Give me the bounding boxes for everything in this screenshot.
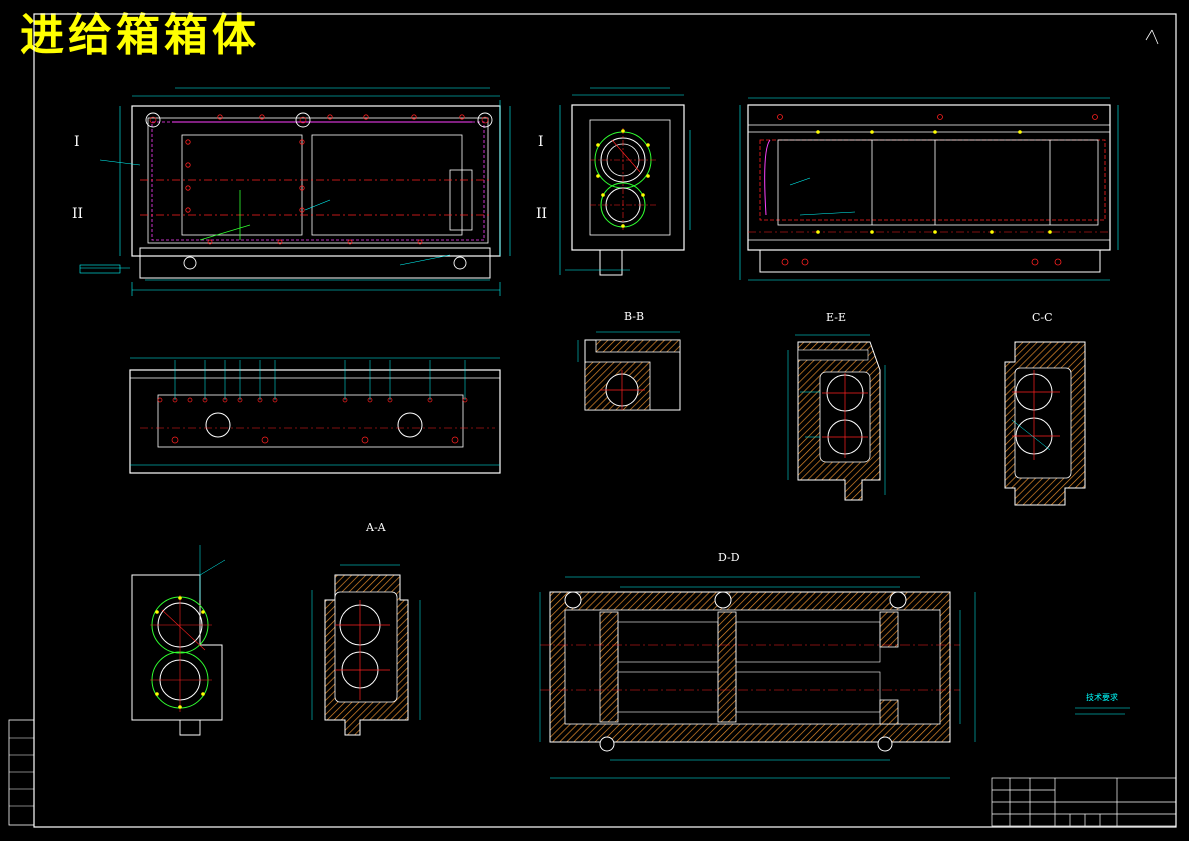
section-label-a: A-A [365,521,387,534]
tech-req-heading: 技术要求 [1086,692,1118,702]
roughness-symbol [1151,29,1159,45]
section-b-view [577,331,681,411]
front-lower-view [129,357,501,474]
top-view [739,97,1119,281]
section-a-view [311,564,421,736]
section-label-b: B-B [624,310,644,323]
drawing-title: 进给箱箱体 [20,10,260,61]
view-marker-i-side: I [538,134,544,150]
left-lower-view [131,545,226,736]
section-e-view [787,334,886,501]
drawing-frame [33,13,1177,828]
view-marker-ii-left: II [72,206,83,222]
view-marker-ii-side: II [536,206,547,222]
section-label-c: C-C [1032,311,1053,324]
section-label-d: D-D [718,551,740,564]
view-marker-i-left: I [74,134,80,150]
main-view [79,87,511,296]
section-d-view [539,576,976,779]
side-view [559,87,691,276]
binding-strip [8,719,35,826]
section-label-e: E-E [826,311,846,324]
title-block [991,777,1177,827]
section-c-view [1004,341,1086,506]
